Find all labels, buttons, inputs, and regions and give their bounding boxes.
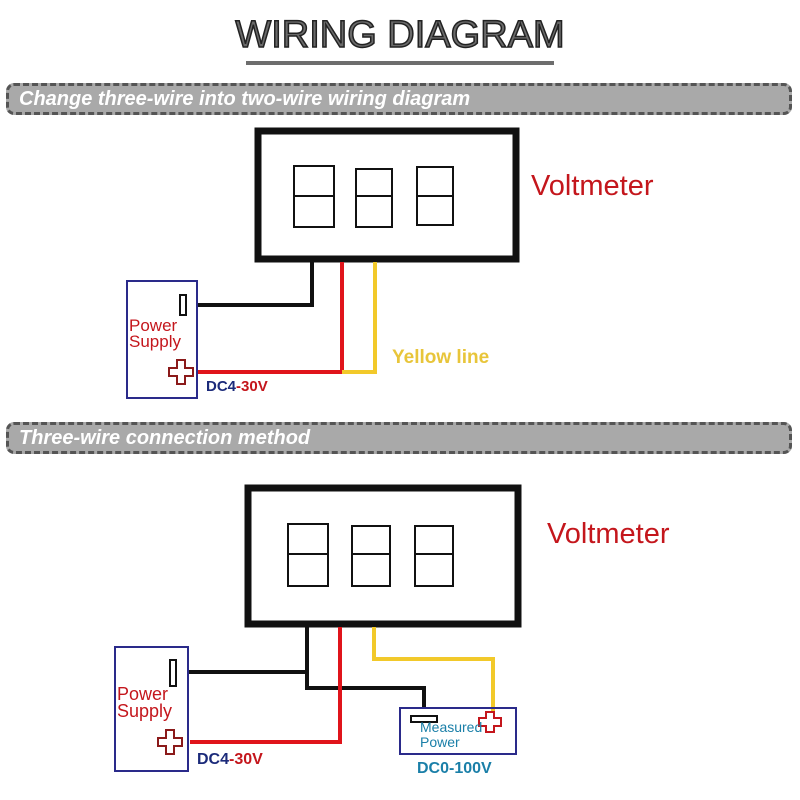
measured-voltage-range: DC0-100V <box>417 760 492 777</box>
power-supply-box <box>126 280 198 399</box>
seven-segment-display <box>293 165 454 228</box>
power-supply-label: Power Supply <box>117 684 173 721</box>
black-wire-measured <box>305 672 426 708</box>
digit <box>414 525 454 587</box>
black-wire <box>188 627 309 674</box>
negative-terminal <box>169 659 177 687</box>
supply-voltage-range: DC4-30V <box>197 751 263 768</box>
section-banner-two-wire: Change three-wire into two-wire wiring d… <box>6 83 792 115</box>
positive-terminal <box>157 729 183 755</box>
red-wire <box>198 262 344 374</box>
diagram-title: WIRING DIAGRAM <box>235 13 566 57</box>
yellow-wire <box>342 262 377 374</box>
voltmeter-label: Voltmeter <box>531 170 654 202</box>
negative-terminal <box>179 294 187 316</box>
power-supply-box <box>114 646 189 772</box>
section-heading: Change three-wire into two-wire wiring d… <box>19 88 471 110</box>
yellow-line-label: Yellow line <box>392 347 490 368</box>
supply-voltage-range: DC4-30V <box>206 378 268 395</box>
measured-power-box <box>399 707 517 755</box>
voltmeter-body <box>244 484 522 628</box>
voltmeter-body <box>254 127 520 263</box>
yellow-wire <box>372 627 495 712</box>
digit <box>351 525 391 587</box>
black-wire <box>198 262 314 307</box>
digit <box>355 168 393 228</box>
seven-segment-display <box>287 523 454 587</box>
section-banner-three-wire: Three-wire connection method <box>6 422 792 454</box>
voltmeter-label: Voltmeter <box>547 518 670 550</box>
measured-negative-terminal <box>410 715 438 723</box>
title-underline <box>246 61 554 65</box>
red-wire <box>190 627 342 744</box>
section-heading: Three-wire connection method <box>19 427 311 449</box>
power-supply-label: Power Supply <box>129 316 181 351</box>
positive-terminal <box>168 359 194 385</box>
measured-power-label: Measured Power <box>420 719 483 750</box>
measured-positive-terminal <box>478 711 502 733</box>
